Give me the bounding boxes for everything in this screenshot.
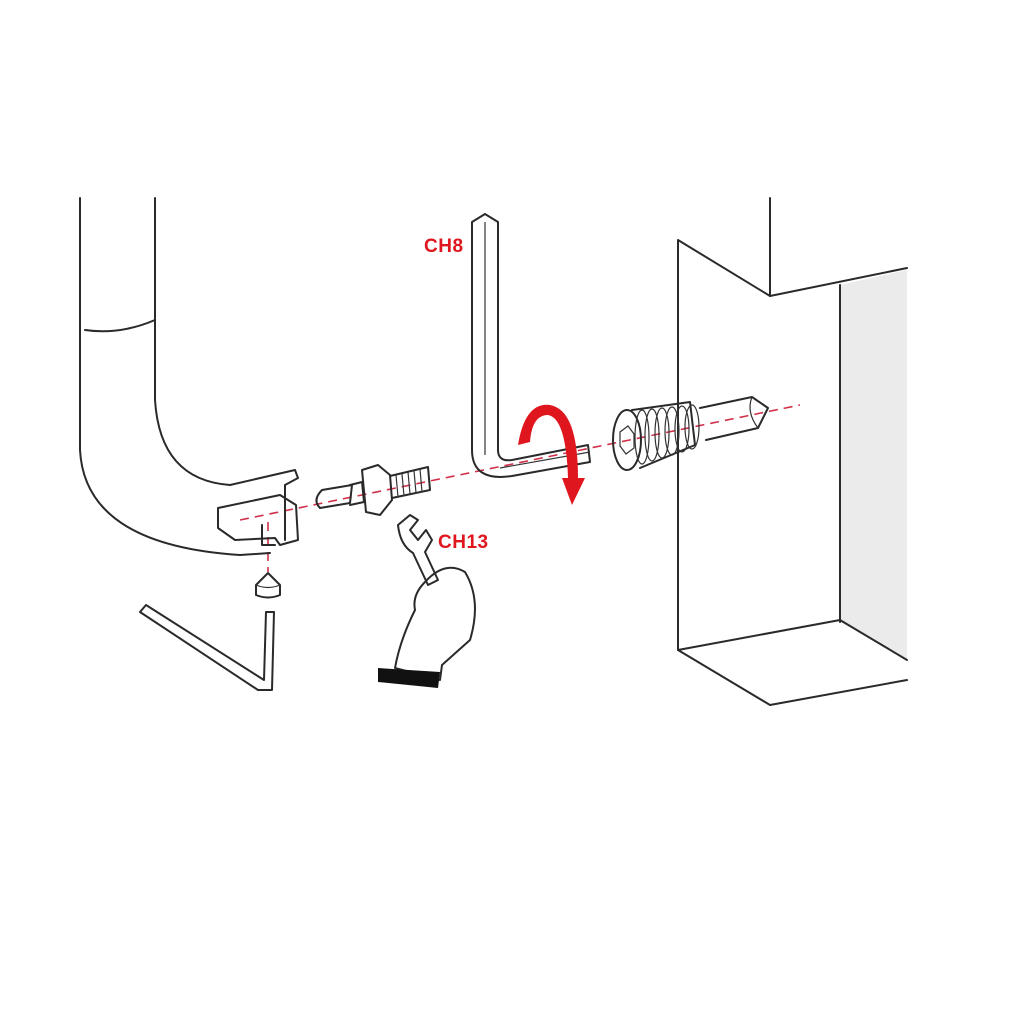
wall-frame bbox=[677, 197, 908, 706]
socket-screw bbox=[612, 396, 769, 471]
rotation-arrow-icon bbox=[518, 404, 585, 505]
hand bbox=[394, 566, 476, 681]
open-end-wrench bbox=[397, 514, 439, 586]
wrench-in-hand bbox=[378, 514, 476, 688]
grub-screw bbox=[255, 572, 281, 599]
hex-key-size-label: CH8 bbox=[424, 236, 464, 257]
wall-shaded-face bbox=[840, 270, 907, 660]
wrench-size-label: CH13 bbox=[438, 532, 489, 553]
small-hex-key bbox=[139, 604, 275, 691]
cuff bbox=[378, 668, 440, 688]
threaded-stud bbox=[315, 464, 431, 516]
alignment-axis bbox=[239, 404, 801, 521]
door-handle bbox=[79, 197, 299, 556]
